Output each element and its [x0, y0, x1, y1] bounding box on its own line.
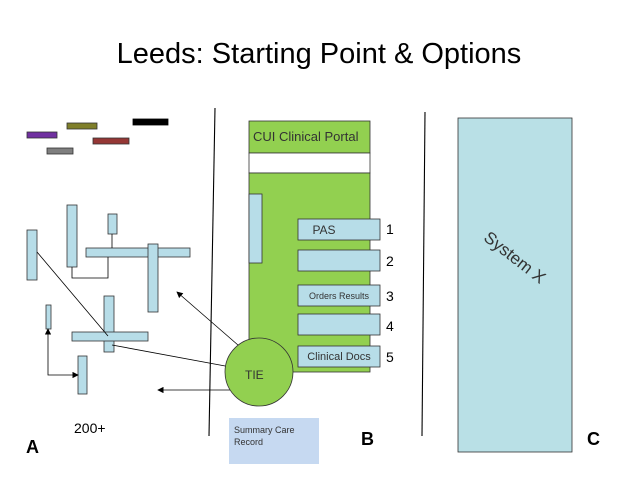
arrow-connector [44, 328, 79, 379]
divider-line [421, 111, 426, 437]
system-box [71, 331, 149, 342]
system-box [26, 229, 38, 281]
system-box [85, 247, 191, 258]
system-box [147, 243, 159, 313]
row-number-4: 4 [386, 318, 394, 334]
tie-label: TIE [245, 368, 264, 382]
legend-bar-brown [92, 137, 130, 145]
page-title: Leeds: Starting Point & Options [116, 38, 522, 70]
row-box-3 [297, 284, 381, 307]
row-number-3: 3 [386, 288, 394, 304]
section-letter-b: B [361, 429, 374, 449]
system-box [66, 204, 78, 268]
portal-title-bar [248, 120, 371, 154]
legend-bar-black [132, 118, 169, 126]
row-label-1: PAS [312, 222, 336, 237]
system-x-box [457, 117, 573, 453]
system-box [103, 295, 115, 353]
tie-circle [224, 337, 294, 407]
row-box-4 [297, 313, 381, 336]
row-number-2: 2 [386, 253, 394, 269]
section-letter-c: C [587, 429, 600, 449]
row-box-5 [297, 345, 381, 368]
connector-line [36, 251, 109, 337]
row-number-1: 1 [386, 221, 394, 237]
section-letter-a: A [26, 437, 39, 457]
arrow-to-tie [111, 344, 237, 371]
legend-bar-purple [26, 131, 58, 139]
summary-care-label: Summary Care Record [234, 425, 295, 447]
summary-care-box [229, 418, 319, 464]
portal-title: CUI Clinical Portal [253, 129, 359, 144]
system-box [77, 355, 88, 395]
row-label-3: Orders Results [308, 290, 370, 301]
row-label-5: Clinical Docs [307, 350, 371, 363]
row-number-5: 5 [386, 349, 394, 365]
divider-line [208, 107, 216, 437]
count-label: 200+ [74, 420, 106, 436]
row-box-2 [297, 249, 381, 272]
portal-white-bar [248, 152, 371, 174]
legend-bar-olive [66, 122, 98, 130]
connector-line [71, 257, 109, 279]
system-box [107, 213, 118, 235]
legend-bar-gray [46, 147, 74, 155]
system-box [45, 304, 52, 330]
row-box-1 [297, 218, 381, 241]
portal-side-box [248, 193, 263, 264]
portal-body [248, 172, 371, 373]
